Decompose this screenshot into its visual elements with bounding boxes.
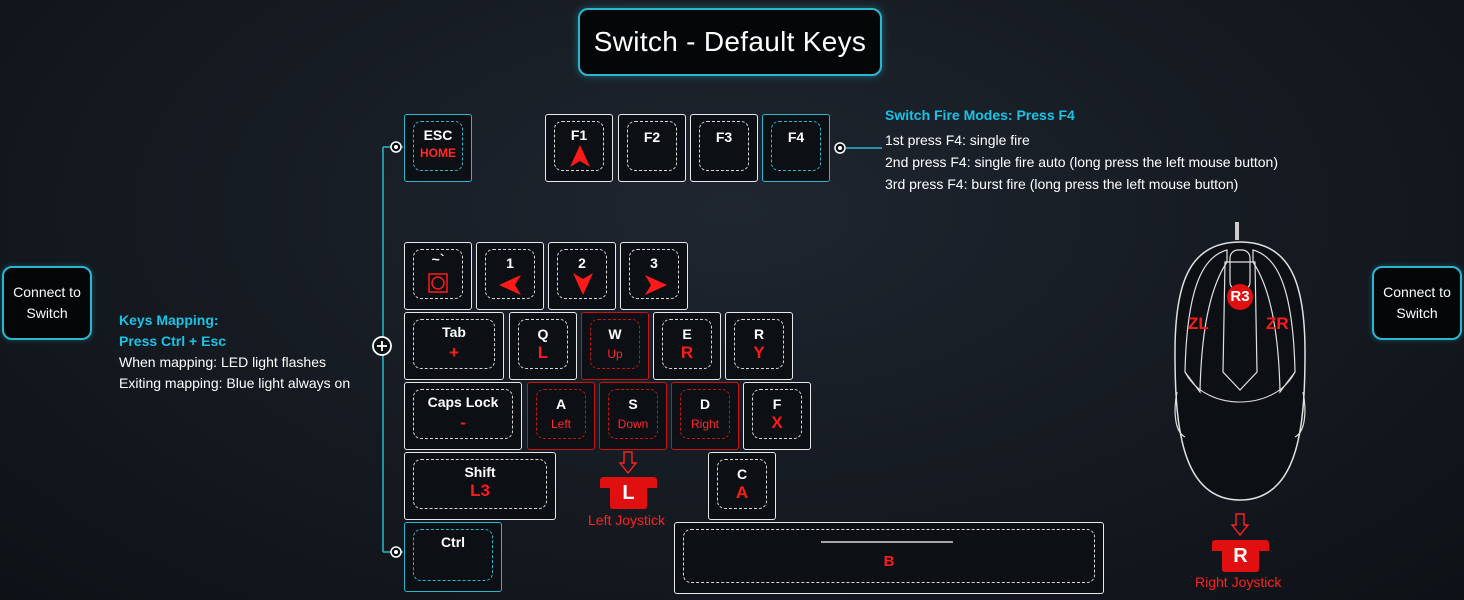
mouse-zl-label: ZL — [1188, 314, 1209, 333]
key-esc-sub: HOME — [420, 146, 456, 160]
key-tilde-label: ~` — [431, 251, 445, 267]
key-d-sub: Right — [690, 417, 719, 431]
mapping-title: Keys Mapping: — [119, 312, 219, 328]
arrow-down-outline-icon — [618, 451, 638, 475]
key-c[interactable]: C A — [708, 452, 776, 520]
key-r[interactable]: R Y — [725, 312, 793, 380]
key-caps-label: Caps Lock — [427, 394, 499, 410]
key-q-map: L — [537, 343, 549, 362]
key-a-sub: Left — [550, 417, 571, 431]
key-f2[interactable]: F2 — [618, 114, 686, 182]
key-w-label: W — [608, 326, 622, 342]
arrow-down-icon — [573, 273, 593, 295]
left-joystick-icon: L — [600, 477, 657, 509]
key-s-label: S — [628, 396, 638, 412]
key-esc[interactable]: ESC HOME — [404, 114, 472, 182]
key-2-label: 2 — [578, 255, 586, 271]
mouse-illustration — [1174, 222, 1306, 501]
arrow-up-icon — [570, 145, 590, 167]
key-space[interactable]: B — [674, 522, 1104, 594]
page-title: Switch - Default Keys — [578, 8, 882, 76]
arrow-left-icon — [499, 275, 521, 295]
key-shift-label: Shift — [464, 464, 496, 480]
left-joystick-label: Left Joystick — [588, 512, 666, 528]
right-joystick-letter: R — [1233, 545, 1248, 567]
key-w-sub: Up — [607, 347, 623, 361]
key-d-label: D — [699, 396, 711, 412]
key-shift-map: L3 — [470, 481, 490, 500]
fire-modes-info: Switch Fire Modes: Press F4 1st press F4… — [885, 104, 1278, 195]
key-q-label: Q — [537, 326, 549, 342]
key-f-map: X — [771, 413, 783, 432]
arrow-down-outline-icon-right — [1230, 513, 1250, 537]
key-shift[interactable]: Shift L3 — [404, 452, 556, 520]
mouse-zr-label: ZR — [1266, 314, 1289, 333]
circle-button-icon — [428, 273, 448, 293]
space-bar-line — [821, 541, 953, 543]
key-tab-map: + — [449, 343, 459, 362]
arrow-right-icon — [645, 275, 667, 295]
connect-left-line2: Switch — [26, 305, 68, 321]
key-ctrl-label: Ctrl — [440, 534, 466, 550]
mouse-r3-badge: R3 — [1227, 284, 1253, 310]
key-f3-label: F3 — [715, 129, 733, 145]
key-c-label: C — [736, 466, 748, 482]
fire-mode-2: 2nd press F4: single fire auto (long pre… — [885, 154, 1278, 170]
key-w[interactable]: W Up — [581, 312, 649, 380]
key-2[interactable]: 2 — [548, 242, 616, 310]
key-f4[interactable]: F4 — [762, 114, 830, 182]
key-s[interactable]: S Down — [599, 382, 667, 450]
fire-mode-1: 1st press F4: single fire — [885, 132, 1030, 148]
key-caps-lock[interactable]: Caps Lock - — [404, 382, 522, 450]
key-1-label: 1 — [506, 255, 514, 271]
key-f4-label: F4 — [787, 129, 805, 145]
connect-to-switch-left: Connect to Switch — [2, 266, 92, 340]
mapping-line-2: Exiting mapping: Blue light always on — [119, 375, 351, 391]
connect-right-line1: Connect to — [1383, 284, 1451, 300]
key-1[interactable]: 1 — [476, 242, 544, 310]
key-3-label: 3 — [650, 255, 658, 271]
mapping-line-1: When mapping: LED light flashes — [119, 354, 326, 370]
key-space-map: B — [883, 553, 895, 570]
right-joystick-label: Right Joystick — [1195, 574, 1282, 590]
key-tab[interactable]: Tab + — [404, 312, 504, 380]
mouse-r3-label: R3 — [1230, 288, 1250, 305]
key-d[interactable]: D Right — [671, 382, 739, 450]
key-r-map: Y — [753, 343, 765, 362]
fire-modes-title: Switch Fire Modes: Press F4 — [885, 107, 1075, 123]
key-f3[interactable]: F3 — [690, 114, 758, 182]
key-r-label: R — [753, 326, 765, 342]
key-f1[interactable]: F1 — [545, 114, 613, 182]
key-caps-map: - — [460, 413, 466, 432]
left-joystick-letter: L — [622, 482, 635, 504]
connect-right-line2: Switch — [1396, 305, 1438, 321]
key-3[interactable]: 3 — [620, 242, 688, 310]
connect-to-switch-right: Connect to Switch — [1372, 266, 1462, 340]
key-f-label: F — [772, 396, 782, 412]
key-esc-label: ESC — [423, 127, 453, 143]
key-f2-label: F2 — [643, 129, 661, 145]
key-f1-label: F1 — [570, 127, 588, 143]
key-f[interactable]: F X — [743, 382, 811, 450]
key-a[interactable]: A Left — [527, 382, 595, 450]
connect-left-line1: Connect to — [13, 284, 81, 300]
key-c-map: A — [735, 483, 749, 502]
key-e-label: E — [682, 326, 692, 342]
key-tilde[interactable]: ~` — [404, 242, 472, 310]
key-s-sub: Down — [617, 417, 649, 431]
fire-mode-3: 3rd press F4: burst fire (long press the… — [885, 176, 1239, 192]
key-ctrl[interactable]: Ctrl — [404, 522, 502, 592]
keys-mapping-info: Keys Mapping: Press Ctrl + Esc When mapp… — [119, 310, 350, 394]
key-a-label: A — [555, 396, 567, 412]
key-tab-label: Tab — [442, 324, 466, 340]
key-q[interactable]: Q L — [509, 312, 577, 380]
mapping-shortcut: Press Ctrl + Esc — [119, 333, 227, 349]
right-joystick-icon: R — [1212, 540, 1269, 572]
key-e[interactable]: E R — [653, 312, 721, 380]
key-e-map: R — [680, 343, 694, 362]
